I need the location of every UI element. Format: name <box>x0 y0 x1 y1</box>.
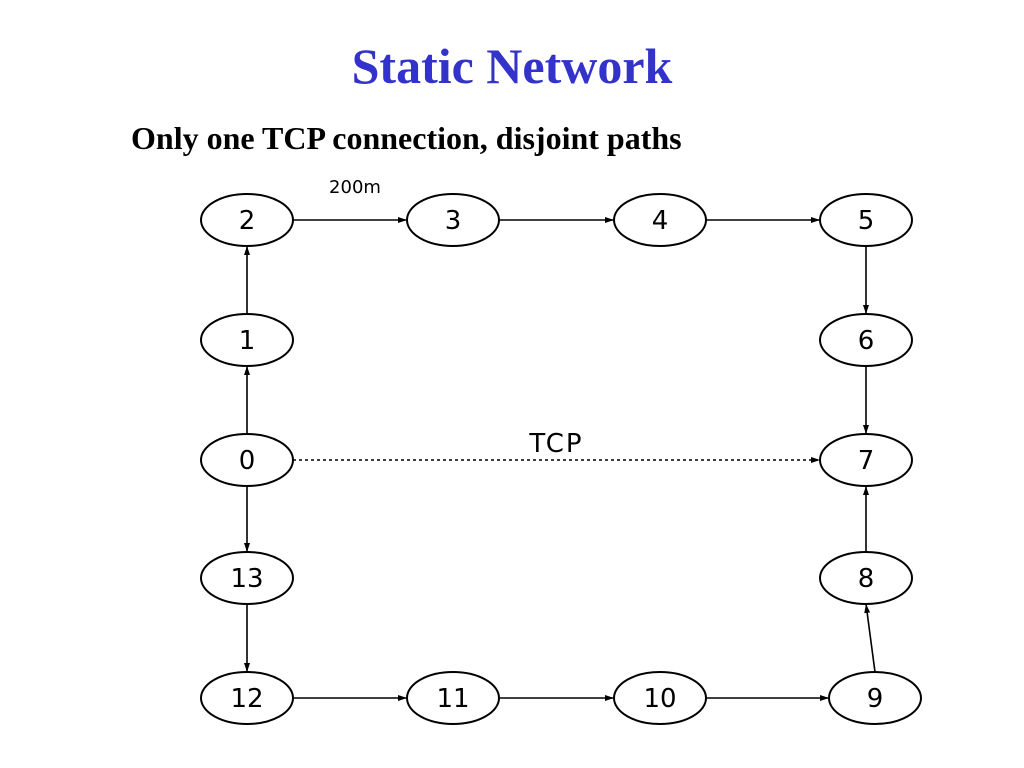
node-label: 2 <box>239 206 256 236</box>
node-1: 1 <box>200 313 294 367</box>
node-3: 3 <box>406 193 500 247</box>
node-4: 4 <box>613 193 707 247</box>
node-ellipse <box>200 313 294 367</box>
slide-subtitle: Only one TCP connection, disjoint paths <box>131 120 682 156</box>
node-ellipse <box>828 671 922 725</box>
node-label: 6 <box>858 326 875 356</box>
edge-9-to-8 <box>864 603 876 673</box>
node-ellipse <box>200 193 294 247</box>
node-11: 11 <box>406 671 500 725</box>
node-ellipse <box>200 551 294 605</box>
slide-title: Static Network <box>351 38 673 94</box>
node-0: 0 <box>200 433 294 487</box>
node-ellipse <box>613 193 707 247</box>
node-ellipse <box>406 193 500 247</box>
node-ellipse <box>819 193 913 247</box>
node-6: 6 <box>819 313 913 367</box>
node-label: 8 <box>858 564 875 594</box>
node-9: 9 <box>828 671 922 725</box>
node-label: 10 <box>643 684 676 714</box>
node-5: 5 <box>819 193 913 247</box>
node-2: 2 <box>200 193 294 247</box>
node-ellipse <box>819 313 913 367</box>
node-label: 12 <box>230 684 263 714</box>
node-13: 13 <box>200 551 294 605</box>
node-label: 11 <box>436 684 469 714</box>
node-7: 7 <box>819 433 913 487</box>
node-ellipse <box>406 671 500 725</box>
node-label: 1 <box>239 326 256 356</box>
node-12: 12 <box>200 671 294 725</box>
node-ellipse <box>819 551 913 605</box>
node-10: 10 <box>613 671 707 725</box>
node-label: 4 <box>652 206 669 236</box>
node-ellipse <box>200 671 294 725</box>
node-label: 13 <box>230 564 263 594</box>
node-label: 9 <box>867 684 884 714</box>
node-ellipse <box>819 433 913 487</box>
node-label: 3 <box>445 206 462 236</box>
node-ellipse <box>613 671 707 725</box>
node-ellipse <box>200 433 294 487</box>
edge-label-2-to-3: 200m <box>329 177 381 198</box>
node-label: 5 <box>858 206 875 236</box>
node-label: 0 <box>239 446 256 476</box>
node-8: 8 <box>819 551 913 605</box>
node-label: 7 <box>858 446 875 476</box>
edge-label-0-to-7: TCP <box>528 429 583 459</box>
